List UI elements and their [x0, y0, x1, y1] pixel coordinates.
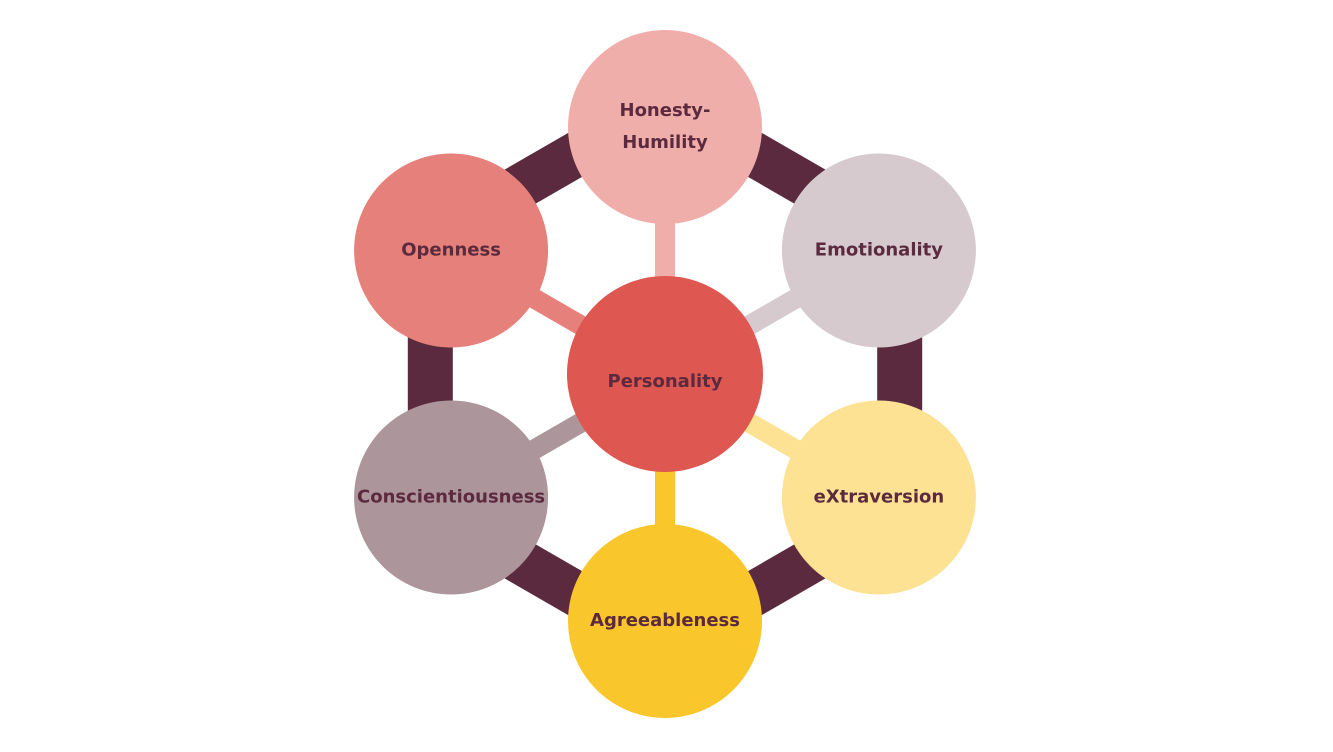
node-conscientiousness: Conscientiousness: [354, 400, 549, 595]
node-label: Agreeableness: [590, 610, 740, 631]
node-label: Honesty-: [620, 100, 711, 121]
node-openness: Openness: [354, 153, 549, 348]
center-circle: [567, 276, 763, 472]
node-label: eXtraversion: [814, 487, 945, 508]
center-label: Personality: [608, 371, 723, 392]
node-circle: [354, 400, 549, 595]
node-label: Conscientiousness: [357, 487, 545, 508]
node-circle: [354, 153, 549, 348]
node-agreeableness: Agreeableness: [568, 524, 762, 718]
center-node: Personality: [567, 276, 763, 472]
node-circle: [781, 153, 976, 348]
node-circle: [568, 30, 762, 224]
node-circle: [781, 400, 976, 595]
node-label: Openness: [401, 240, 501, 261]
node-emotionality: Emotionality: [781, 153, 976, 348]
node-circle: [568, 524, 762, 718]
node-extraversion: eXtraversion: [781, 400, 976, 595]
node-label: Emotionality: [815, 240, 943, 261]
node-honestyhumility: Honesty- Humility: [568, 30, 762, 224]
node-label: Humility: [622, 132, 708, 153]
